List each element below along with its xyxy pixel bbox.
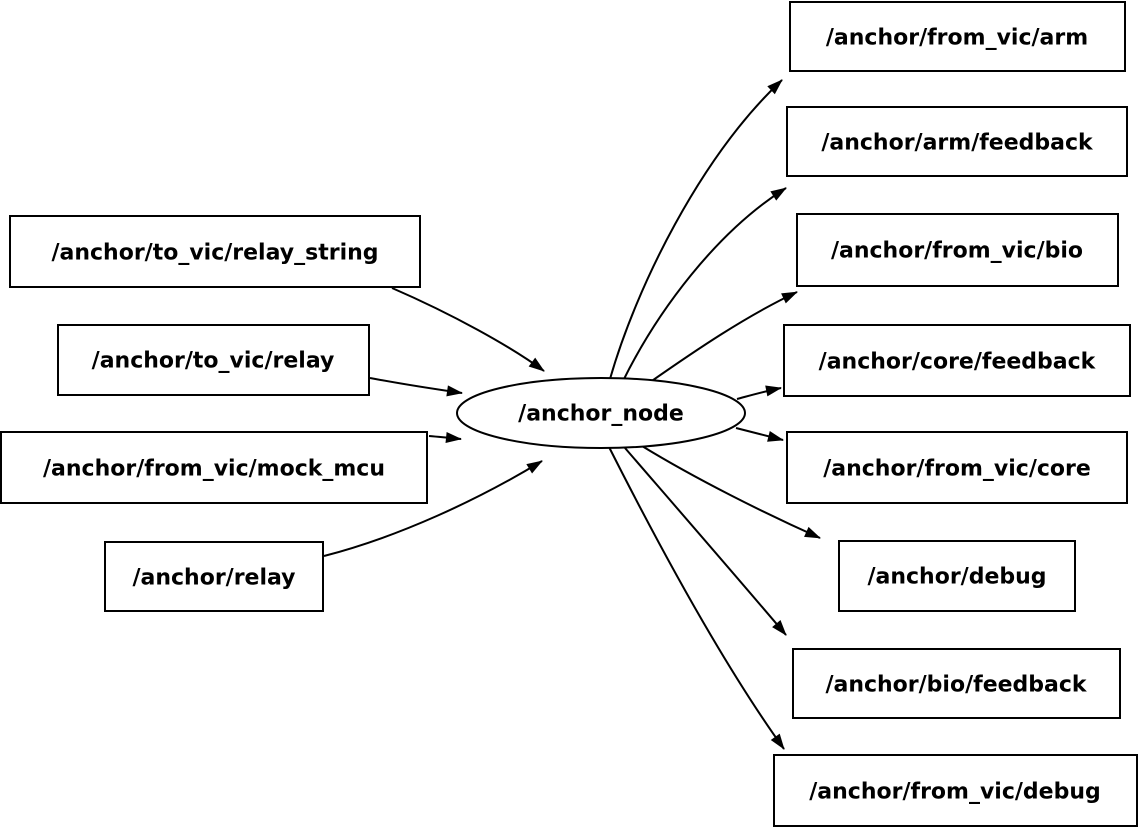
edge-to-vic-relay-string-to-anchor-node bbox=[391, 287, 545, 372]
edge-from-vic-mock-mcu-to-anchor-node bbox=[428, 432, 462, 443]
edge-to-vic-relay-to-anchor-node bbox=[369, 377, 463, 397]
topic-box bbox=[838, 540, 1076, 612]
node-anchor-node[interactable]: /anchor_node bbox=[456, 377, 746, 449]
edge-anchor-node-to-arm-feedback bbox=[622, 187, 787, 382]
topic-label: /anchor/from_vic/arm bbox=[826, 26, 1088, 51]
edge-anchor-node-to-from-vic-core bbox=[735, 427, 784, 442]
topic-node-to-vic-relay-string[interactable]: /anchor/to_vic/relay_string bbox=[9, 215, 421, 288]
topic-label: /anchor/from_vic/debug bbox=[809, 780, 1101, 805]
edge-relay-to-anchor-node bbox=[323, 460, 543, 557]
topic-label: /anchor/bio/feedback bbox=[825, 673, 1087, 698]
topic-node-debug[interactable]: /anchor/debug bbox=[838, 540, 1076, 612]
topic-node-from-vic-mock-mcu[interactable]: /anchor/from_vic/mock_mcu bbox=[0, 431, 428, 504]
topic-box bbox=[792, 648, 1121, 719]
topic-label: /anchor/debug bbox=[867, 565, 1046, 590]
topic-label: /anchor/from_vic/bio bbox=[831, 239, 1083, 264]
topic-box bbox=[0, 431, 428, 504]
topic-box bbox=[786, 431, 1128, 504]
topic-label: /anchor/to_vic/relay bbox=[92, 349, 335, 374]
edge-anchor-node-to-bio-feedback bbox=[624, 447, 787, 636]
edge-anchor-node-to-core-feedback bbox=[736, 385, 782, 400]
topic-node-arm-feedback[interactable]: /anchor/arm/feedback bbox=[786, 106, 1128, 177]
topic-box bbox=[796, 213, 1119, 287]
topic-label: /anchor/from_vic/core bbox=[823, 457, 1091, 482]
topic-node-from-vic-core[interactable]: /anchor/from_vic/core bbox=[786, 431, 1128, 504]
topic-node-from-vic-arm[interactable]: /anchor/from_vic/arm bbox=[789, 1, 1126, 72]
edge-anchor-node-to-from-vic-debug bbox=[608, 446, 785, 750]
topic-label: /anchor/from_vic/mock_mcu bbox=[43, 457, 385, 482]
topic-node-bio-feedback[interactable]: /anchor/bio/feedback bbox=[792, 648, 1121, 719]
topic-label: /anchor/relay bbox=[132, 566, 295, 591]
topic-box bbox=[9, 215, 421, 288]
node-label: /anchor_node bbox=[518, 402, 684, 427]
topic-box bbox=[104, 541, 324, 612]
node-ellipse bbox=[456, 377, 746, 449]
topic-box bbox=[789, 1, 1126, 72]
topic-box bbox=[783, 324, 1131, 397]
topic-node-relay[interactable]: /anchor/relay bbox=[104, 541, 324, 612]
topic-node-from-vic-debug[interactable]: /anchor/from_vic/debug bbox=[773, 754, 1138, 827]
topic-node-from-vic-bio[interactable]: /anchor/from_vic/bio bbox=[796, 213, 1119, 287]
topic-label: /anchor/to_vic/relay_string bbox=[51, 241, 378, 266]
edge-anchor-node-to-debug bbox=[641, 445, 821, 539]
topic-label: /anchor/core/feedback bbox=[819, 350, 1097, 375]
edge-anchor-node-to-from-vic-arm bbox=[609, 79, 783, 380]
topic-box bbox=[773, 754, 1138, 827]
topic-label: /anchor/arm/feedback bbox=[821, 131, 1094, 156]
topic-box bbox=[786, 106, 1128, 177]
edge-anchor-node-to-from-vic-bio bbox=[645, 291, 798, 386]
topic-node-to-vic-relay[interactable]: /anchor/to_vic/relay bbox=[57, 324, 370, 396]
topic-node-core-feedback[interactable]: /anchor/core/feedback bbox=[783, 324, 1131, 397]
topic-box bbox=[57, 324, 370, 396]
